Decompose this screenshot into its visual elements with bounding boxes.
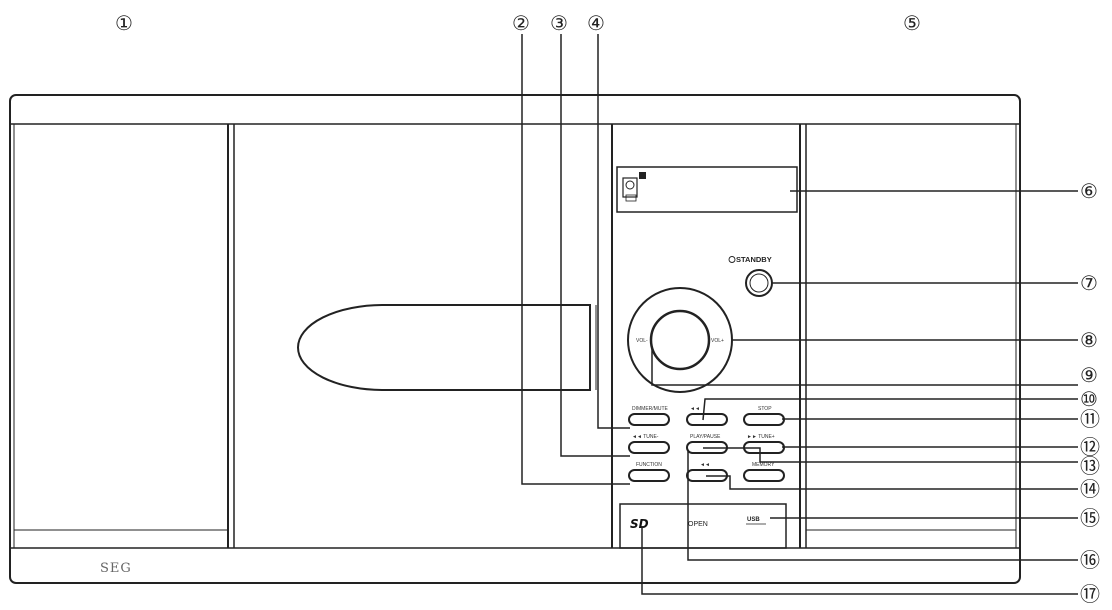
mute-button[interactable] bbox=[628, 413, 670, 426]
stop-button[interactable] bbox=[743, 413, 785, 426]
callout-2: ② bbox=[512, 11, 530, 35]
callout-6: ⑥ bbox=[1080, 179, 1098, 203]
stop-label: STOP bbox=[758, 406, 772, 412]
callout-3: ③ bbox=[550, 11, 568, 35]
callout-14: ⑭ bbox=[1080, 477, 1100, 501]
callout-8: ⑧ bbox=[1080, 328, 1098, 352]
callout-16: ⑯ bbox=[1080, 548, 1100, 572]
callout-11: ⑪ bbox=[1080, 407, 1100, 431]
callout-15: ⑮ bbox=[1080, 506, 1100, 530]
callout-7: ⑦ bbox=[1080, 271, 1098, 295]
open-label: OPEN bbox=[688, 521, 708, 528]
standby-button-inner bbox=[749, 273, 769, 293]
prev-button[interactable] bbox=[628, 441, 670, 454]
function-label: FUNCTION bbox=[636, 462, 662, 468]
display-window bbox=[616, 166, 798, 213]
callout-10: ⑩ bbox=[1080, 387, 1098, 411]
callout-17: ⑰ bbox=[1080, 582, 1100, 606]
device-body bbox=[9, 94, 1021, 584]
leader-lines bbox=[521, 34, 1078, 595]
repeat-label: ◄◄ bbox=[700, 462, 710, 468]
button-grid: DIMMER/MUTE ◄◄ STOP ◄◄ TUNE- PLAY/PAUSE … bbox=[628, 406, 785, 482]
callout-5: ⑤ bbox=[903, 11, 921, 35]
usb-slot-label: USB bbox=[747, 517, 760, 523]
volume-down-label: VOL- bbox=[636, 338, 648, 344]
play-pause-label: PLAY/PAUSE bbox=[690, 434, 721, 440]
slot-area bbox=[619, 503, 787, 549]
volume-knob[interactable] bbox=[649, 309, 711, 371]
callout-13: ⑬ bbox=[1080, 454, 1100, 478]
callout-12: ⑫ bbox=[1080, 435, 1100, 459]
sd-slot-label: SD bbox=[630, 517, 649, 531]
next-label: ►► TUNE+ bbox=[747, 434, 775, 440]
callout-numbers: ① ② ③ ④ ⑤ ⑥ ⑦ ⑧ ⑨ ⑩ ⑪ ⑫ ⑬ ⑭ ⑮ ⑯ ⑰ bbox=[115, 11, 1100, 606]
prev-label: ◄◄ TUNE- bbox=[632, 434, 659, 440]
function-button[interactable] bbox=[628, 469, 670, 482]
memory-button[interactable] bbox=[743, 469, 785, 482]
cd-door-handle[interactable] bbox=[297, 304, 591, 391]
standby-power-icon bbox=[728, 256, 736, 263]
callout-1: ① bbox=[115, 11, 133, 35]
brand-logo: SEG bbox=[100, 561, 132, 576]
skip-back-button[interactable] bbox=[686, 413, 728, 426]
memory-label: MEMORY bbox=[752, 462, 775, 468]
skip-back-label: ◄◄ bbox=[690, 406, 700, 412]
mute-label: DIMMER/MUTE bbox=[632, 406, 668, 412]
volume-up-label: VOL+ bbox=[711, 338, 724, 344]
callout-4: ④ bbox=[587, 11, 605, 35]
disc-usb-icon bbox=[622, 172, 646, 202]
callout-9: ⑨ bbox=[1080, 363, 1098, 387]
standby-label: STANDBY bbox=[736, 255, 772, 264]
